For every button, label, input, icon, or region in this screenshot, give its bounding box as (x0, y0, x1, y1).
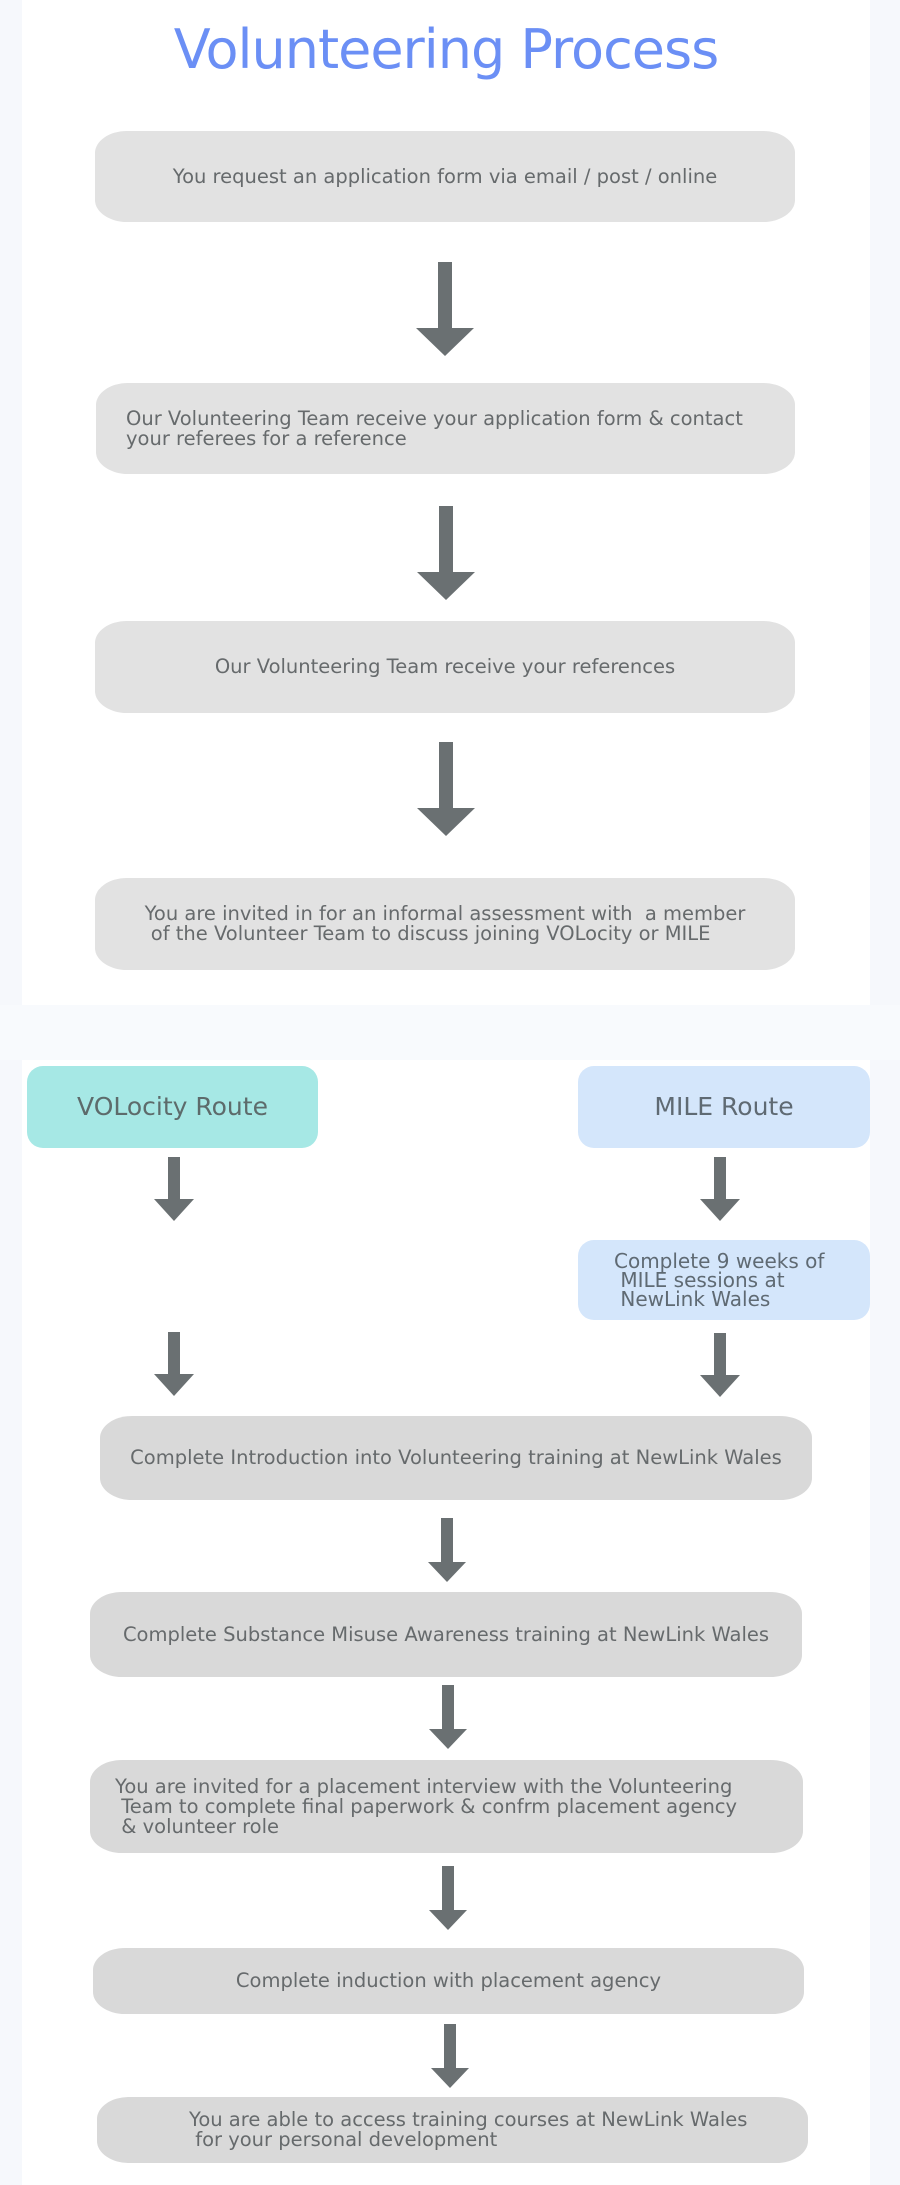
down-arrow-icon (431, 2024, 469, 2088)
down-arrow-icon (154, 1157, 194, 1221)
down-arrow-icon (154, 1332, 194, 1396)
down-arrow-icon (428, 1518, 466, 1582)
step-placement-induction: Complete induction with placement agency (93, 1948, 804, 2014)
mile-route-box: MILE Route (578, 1066, 870, 1148)
step-text: Complete Introduction into Volunteering … (130, 1446, 782, 1469)
section-divider-band (0, 1005, 900, 1060)
step-references-received: Our Volunteering Team receive your refer… (95, 621, 795, 713)
mile-sessions-step: Complete 9 weeks of MILE sessions at New… (578, 1240, 870, 1320)
step-placement-interview: You are invited for a placement intervie… (90, 1760, 803, 1853)
step-text: You are invited for a placement intervie… (115, 1774, 738, 1838)
down-arrow-icon (700, 1333, 740, 1397)
step-text: Complete 9 weeks of MILE sessions at New… (614, 1248, 825, 1311)
down-arrow-icon (429, 1866, 467, 1930)
step-text: Complete Substance Misuse Awareness trai… (122, 1622, 770, 1646)
page-title: Volunteering Process (173, 18, 720, 81)
step-informal-assessment: You are invited in for an informal asses… (95, 878, 795, 970)
background-margin-right (870, 0, 900, 2185)
step-text: Our Volunteering Team receive your appli… (126, 406, 743, 450)
step-text: You are able to access training courses … (189, 2108, 748, 2151)
step-text: Our Volunteering Team receive your refer… (214, 655, 676, 678)
step-application-received: Our Volunteering Team receive your appli… (96, 383, 795, 474)
down-arrow-icon (700, 1157, 740, 1221)
down-arrow-icon (417, 506, 475, 600)
volocity-route-box: VOLocity Route (27, 1066, 318, 1148)
step-text: Complete induction with placement agency (235, 1969, 662, 1992)
step-intro-training: Complete Introduction into Volunteering … (100, 1416, 812, 1500)
background-margin-left (0, 0, 22, 2185)
down-arrow-icon (417, 742, 475, 836)
step-text: You are invited in for an informal asses… (144, 902, 746, 945)
step-substance-misuse-training: Complete Substance Misuse Awareness trai… (90, 1592, 802, 1677)
down-arrow-icon (429, 1685, 467, 1749)
step-request-form: You request an application form via emai… (95, 131, 795, 222)
step-text: You request an application form via emai… (172, 164, 718, 188)
step-training-courses: You are able to access training courses … (97, 2097, 808, 2163)
route-label: VOLocity Route (77, 1092, 268, 1121)
down-arrow-icon (416, 262, 474, 356)
route-label: MILE Route (654, 1092, 794, 1121)
